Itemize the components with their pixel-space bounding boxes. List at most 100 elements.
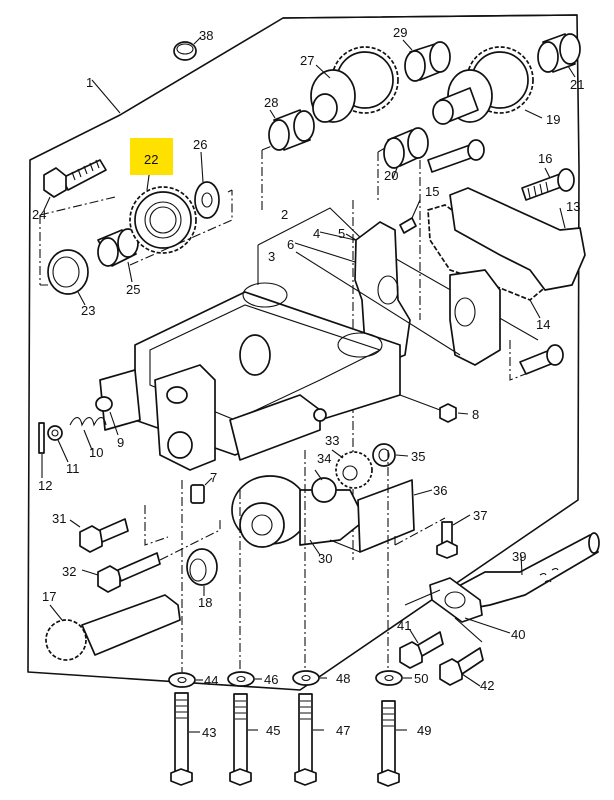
callout-13[interactable]: 13 xyxy=(566,199,580,214)
callout-20[interactable]: 20 xyxy=(384,168,398,183)
callout-34[interactable]: 34 xyxy=(317,451,331,466)
part-25-bush[interactable] xyxy=(97,228,139,283)
callout-labels: 1 2 3 4 5 6 7 8 9 10 11 12 13 14 15 16 1… xyxy=(32,25,584,740)
callout-23[interactable]: 23 xyxy=(81,303,95,318)
part-50-washer[interactable] xyxy=(375,670,412,686)
part-19-gear-shaft[interactable] xyxy=(432,46,543,125)
callout-9[interactable]: 9 xyxy=(117,435,124,450)
part-13-pump-body[interactable] xyxy=(449,187,586,366)
part-34-bush[interactable] xyxy=(311,469,337,503)
part-7-grub-screw[interactable] xyxy=(190,477,213,504)
callout-28[interactable]: 28 xyxy=(264,95,278,110)
callout-29[interactable]: 29 xyxy=(393,25,407,40)
callout-44[interactable]: 44 xyxy=(204,673,218,688)
callout-39[interactable]: 39 xyxy=(512,549,526,564)
callout-14[interactable]: 14 xyxy=(536,317,550,332)
callout-40[interactable]: 40 xyxy=(511,627,525,642)
part-49-bolt[interactable] xyxy=(377,700,407,787)
part-28-bush[interactable] xyxy=(268,109,315,151)
callout-42[interactable]: 42 xyxy=(480,678,494,693)
part-42-bolt[interactable] xyxy=(439,647,484,687)
part-9-plunger[interactable] xyxy=(95,396,113,412)
callout-45[interactable]: 45 xyxy=(266,723,280,738)
part-47-bolt[interactable] xyxy=(294,693,324,786)
part-16-bolt[interactable] xyxy=(521,167,575,201)
callout-16[interactable]: 16 xyxy=(538,151,552,166)
callout-6[interactable]: 6 xyxy=(287,237,294,252)
part-10-spring[interactable] xyxy=(69,416,107,427)
callout-4[interactable]: 4 xyxy=(313,226,320,241)
assembly-frame-outline xyxy=(27,14,580,691)
callout-1[interactable]: 1 xyxy=(86,75,93,90)
callout-2[interactable]: 2 xyxy=(281,207,288,222)
callout-17[interactable]: 17 xyxy=(42,589,56,604)
part-46-washer[interactable] xyxy=(227,671,262,687)
callout-32[interactable]: 32 xyxy=(62,564,76,579)
callout-27[interactable]: 27 xyxy=(300,53,314,68)
callout-43[interactable]: 43 xyxy=(202,725,216,740)
part-24-bolt[interactable] xyxy=(43,159,107,211)
part-32-bolt[interactable] xyxy=(81,552,161,593)
part-3-housing[interactable] xyxy=(99,282,401,471)
highlight-box-22 xyxy=(130,138,173,175)
callout-38[interactable]: 38 xyxy=(199,28,213,43)
callout-25[interactable]: 25 xyxy=(126,282,140,297)
callout-33[interactable]: 33 xyxy=(325,433,339,448)
part-45-bolt[interactable] xyxy=(229,693,258,786)
part-18-seal[interactable] xyxy=(186,548,218,596)
part-43-bolt[interactable] xyxy=(170,692,200,786)
part-20-bush[interactable] xyxy=(383,127,429,179)
callout-48[interactable]: 48 xyxy=(336,671,350,686)
callout-11[interactable]: 11 xyxy=(66,461,80,476)
callout-8[interactable]: 8 xyxy=(472,407,479,422)
part-bolt-upper[interactable] xyxy=(427,139,485,173)
part-22-gear[interactable] xyxy=(129,167,197,254)
part-11-washer[interactable] xyxy=(47,425,63,441)
callout-21[interactable]: 21 xyxy=(570,77,584,92)
part-26-washer[interactable] xyxy=(194,151,220,219)
callout-31[interactable]: 31 xyxy=(52,511,66,526)
callout-24[interactable]: 24 xyxy=(32,207,46,222)
part-31-bolt[interactable] xyxy=(69,518,129,553)
part-41-bolt[interactable] xyxy=(399,629,444,669)
callout-41[interactable]: 41 xyxy=(397,618,411,633)
part-8-nut[interactable] xyxy=(439,403,469,423)
part-23-seal[interactable] xyxy=(47,249,89,306)
callout-7[interactable]: 7 xyxy=(210,470,217,485)
part-4-5-plate[interactable] xyxy=(319,221,411,366)
callout-35[interactable]: 35 xyxy=(411,449,425,464)
callout-3[interactable]: 3 xyxy=(268,249,275,264)
part-44-washer[interactable] xyxy=(168,672,203,688)
callout-15[interactable]: 15 xyxy=(425,184,439,199)
part-12-pin[interactable] xyxy=(38,422,45,454)
part-37-bolt[interactable] xyxy=(436,514,471,559)
part-15-dowel[interactable] xyxy=(399,199,421,234)
callout-19[interactable]: 19 xyxy=(546,112,560,127)
callout-30[interactable]: 30 xyxy=(318,551,332,566)
callout-22[interactable]: 22 xyxy=(144,152,158,167)
part-40-gasket-flange[interactable] xyxy=(429,577,511,634)
callout-47[interactable]: 47 xyxy=(336,723,350,738)
part-29-bush[interactable] xyxy=(402,39,451,82)
callout-26[interactable]: 26 xyxy=(193,137,207,152)
part-bolt-right[interactable] xyxy=(519,344,564,375)
part-27-gear-shaft[interactable] xyxy=(310,46,399,123)
part-48-washer[interactable] xyxy=(292,670,327,686)
callout-5[interactable]: 5 xyxy=(338,226,345,241)
part-36-plate[interactable] xyxy=(357,479,433,553)
part-35-nut[interactable] xyxy=(372,443,409,467)
callout-49[interactable]: 49 xyxy=(417,723,431,738)
part-21-bush[interactable] xyxy=(537,33,581,78)
callout-12[interactable]: 12 xyxy=(38,478,52,493)
callout-18[interactable]: 18 xyxy=(198,595,212,610)
callout-36[interactable]: 36 xyxy=(433,483,447,498)
callout-37[interactable]: 37 xyxy=(473,508,487,523)
callout-10[interactable]: 10 xyxy=(89,445,103,460)
callout-50[interactable]: 50 xyxy=(414,671,428,686)
part-17-drive-gear[interactable] xyxy=(45,594,181,661)
part-38-plug[interactable] xyxy=(173,36,202,61)
callout-46[interactable]: 46 xyxy=(264,672,278,687)
part-30-oil-pump[interactable] xyxy=(231,475,366,556)
part-33-gear[interactable] xyxy=(331,449,373,489)
